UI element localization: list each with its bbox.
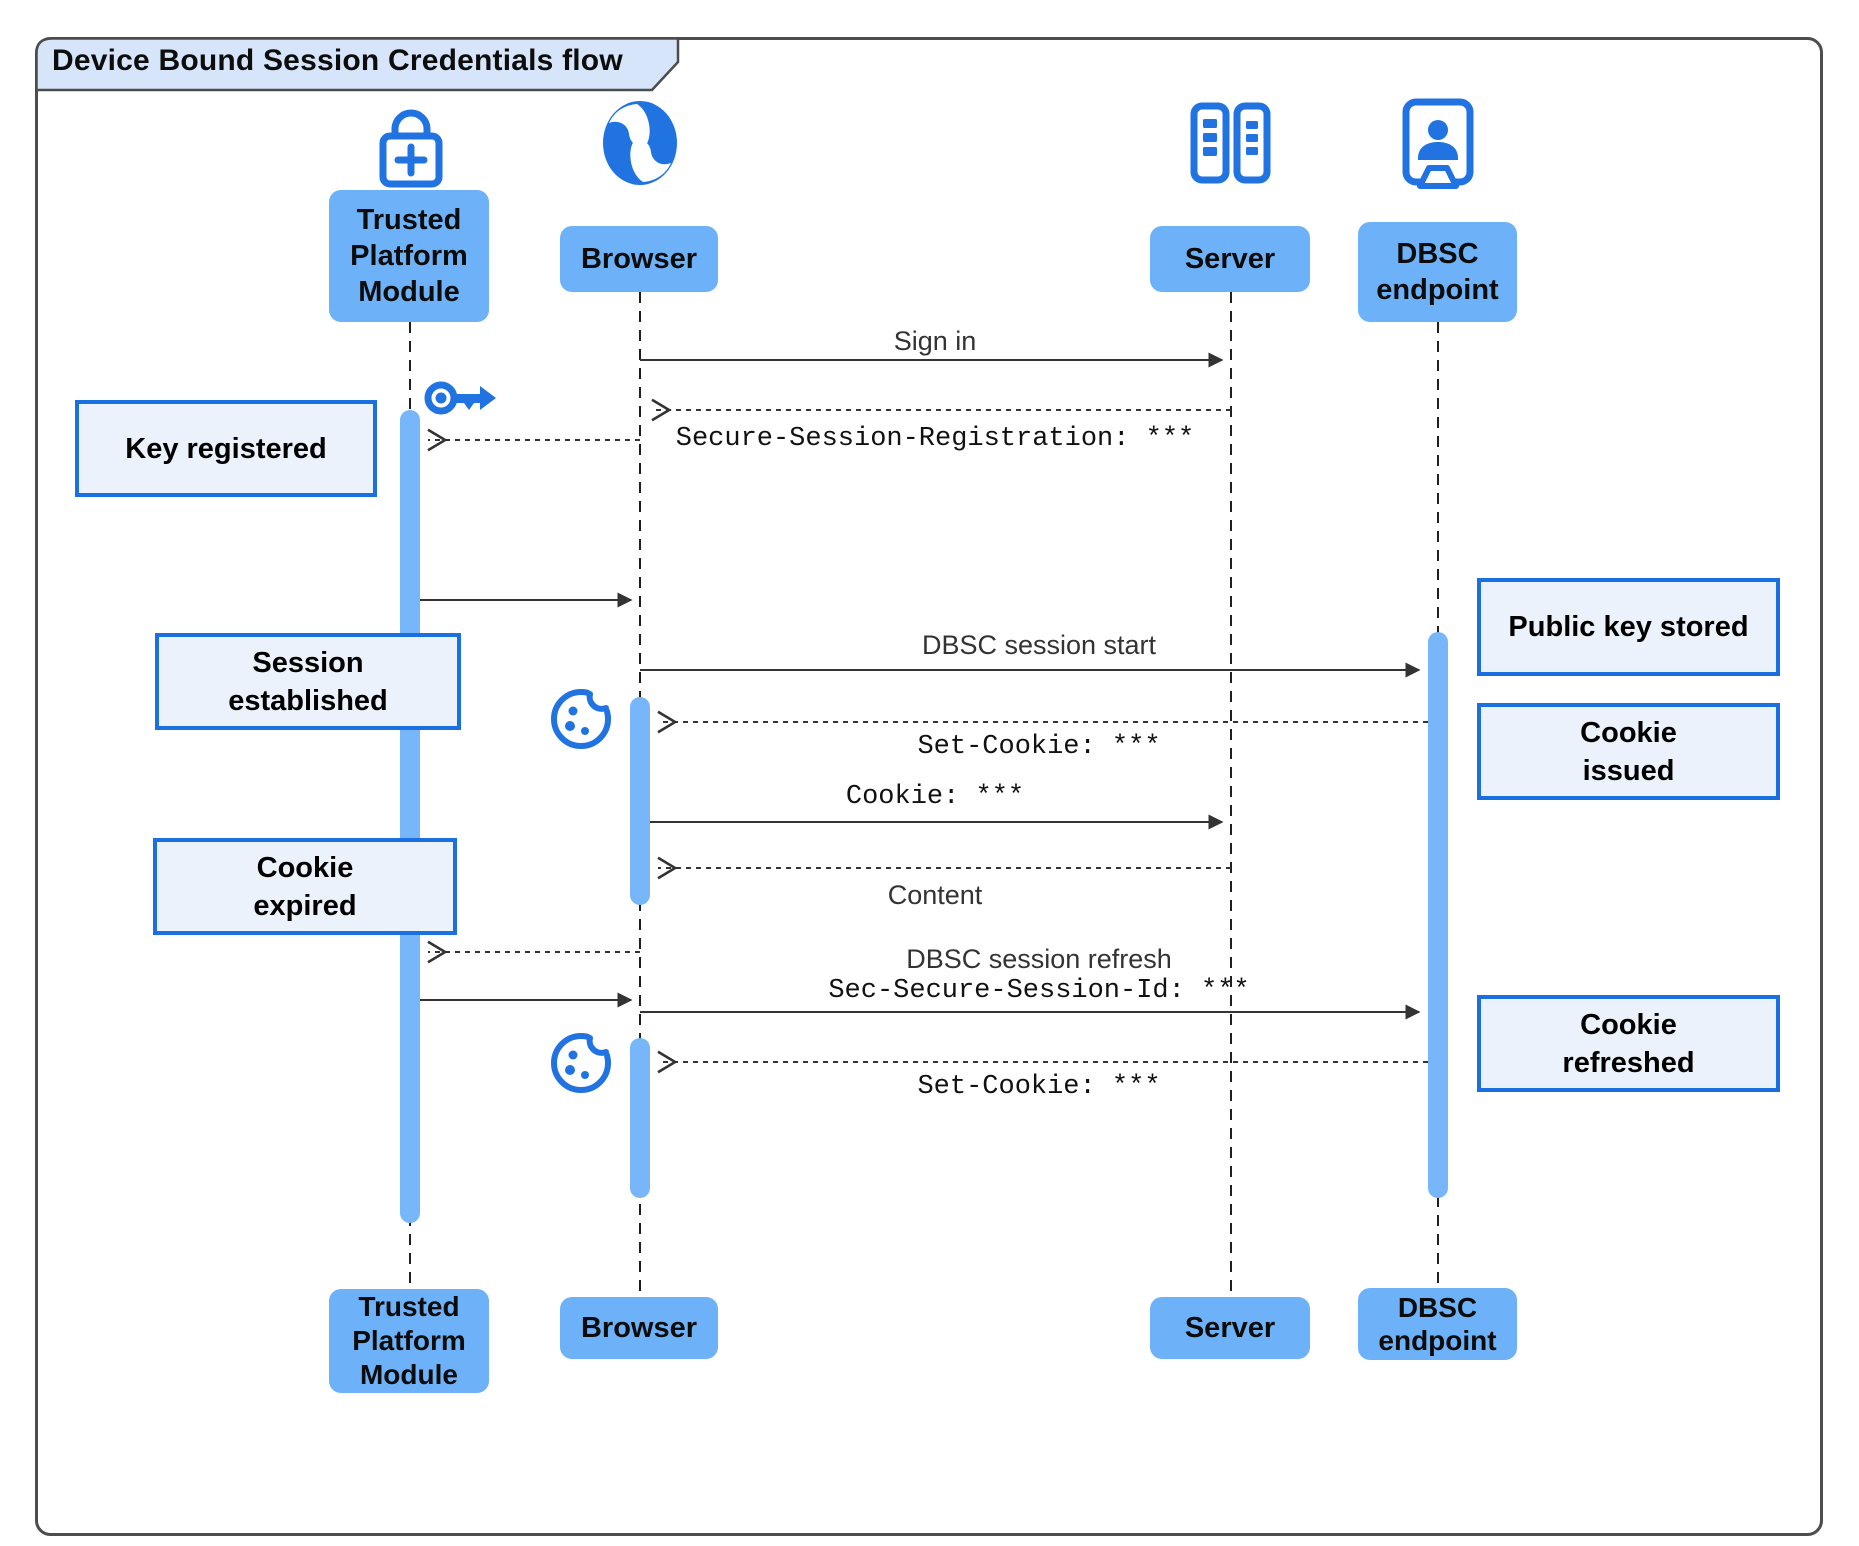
lock-plus-icon [379, 109, 443, 188]
message-dbsc-session-refresh: DBSC session refresh [906, 944, 1172, 974]
server-rack-icon [1190, 102, 1271, 184]
message-cookie: Cookie: *** [845, 782, 1025, 812]
message-dbsc-session-start: DBSC session start [921, 630, 1157, 660]
activation-tpm [400, 410, 420, 1223]
actor-tpm-bottom: Trusted Platform Module [329, 1289, 489, 1393]
activation-dbsc [1428, 632, 1448, 1198]
cookie-icon [551, 683, 616, 749]
actor-tpm-top: Trusted Platform Module [329, 190, 489, 322]
actor-server-bottom: Server [1150, 1297, 1310, 1359]
globe-icon [603, 101, 677, 185]
message-sign-in: Sign in [893, 326, 977, 356]
activation-browser-1 [630, 697, 650, 905]
diagram-title: Device Bound Session Credentials flow [52, 44, 623, 77]
message-content: Content [887, 880, 983, 910]
message-secure-session-registration: Secure-Session-Registration: *** [675, 424, 1195, 454]
note-cookie-issued: Cookie issued [1477, 703, 1780, 800]
message-sec-secure-session-id: Sec-Secure-Session-Id: *** [828, 976, 1250, 1006]
note-cookie-refreshed: Cookie refreshed [1477, 995, 1780, 1092]
person-badge-icon [1402, 98, 1474, 189]
actor-dbsc-bottom: DBSC endpoint [1358, 1288, 1517, 1360]
note-session-established: Session established [155, 633, 461, 730]
note-key-registered: Key registered [75, 400, 377, 497]
activation-browser-2 [630, 1038, 650, 1198]
message-set-cookie-2: Set-Cookie: *** [917, 1072, 1161, 1102]
key-icon [424, 381, 496, 415]
message-set-cookie-1: Set-Cookie: *** [917, 732, 1161, 762]
actor-browser-bottom: Browser [560, 1297, 718, 1359]
title-tab [35, 37, 680, 92]
note-public-key-stored: Public key stored [1477, 578, 1780, 676]
diagram-border [35, 37, 1823, 1536]
actor-browser-top: Browser [560, 226, 718, 292]
cookie-icon [551, 1027, 616, 1093]
note-cookie-expired: Cookie expired [153, 838, 457, 935]
actor-dbsc-top: DBSC endpoint [1358, 222, 1517, 322]
actor-server-top: Server [1150, 226, 1310, 292]
